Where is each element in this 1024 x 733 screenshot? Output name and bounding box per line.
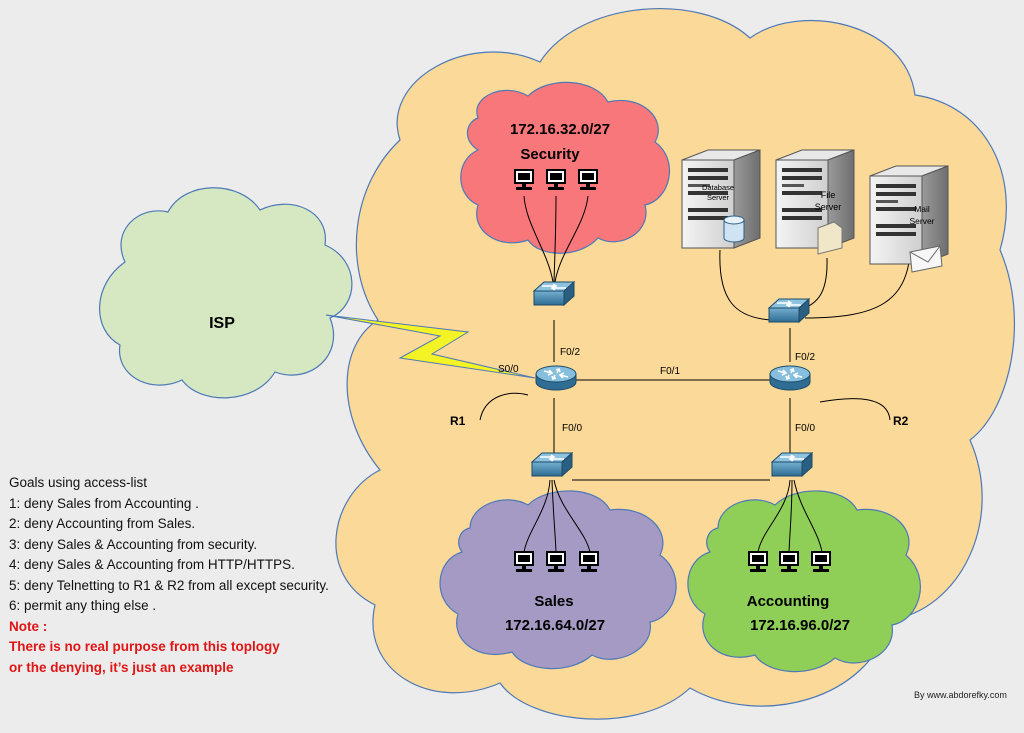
security-pcs xyxy=(514,169,598,191)
file-server[interactable]: File Server xyxy=(775,149,855,255)
accounting-switch-icon[interactable] xyxy=(771,452,813,477)
goal-item: 4: deny Sales & Accounting from HTTP/HTT… xyxy=(9,557,295,572)
database-server-label-1: Database xyxy=(702,183,734,192)
isp-label: ISP xyxy=(209,315,235,332)
r1-f02-port-label: F0/2 xyxy=(560,347,580,358)
security-switch-icon[interactable] xyxy=(533,281,575,306)
accounting-cloud xyxy=(687,490,921,673)
r1-pointer xyxy=(479,392,529,421)
security-cables xyxy=(523,195,589,283)
r2-f00-port-label: F0/0 xyxy=(795,423,815,434)
accounting-pcs xyxy=(748,551,831,573)
server-switch-icon[interactable] xyxy=(768,298,810,323)
mail-server-label-1: Mail xyxy=(914,204,930,214)
r1-router-icon[interactable] xyxy=(535,365,577,391)
goals-title: Goals using access-list xyxy=(9,475,148,490)
sales-cables xyxy=(523,479,591,553)
r2-f02-port-label: F0/2 xyxy=(795,352,815,363)
mail-server[interactable]: Mail Server xyxy=(869,165,949,273)
r2-pointer xyxy=(819,398,891,421)
security-pc-icon[interactable] xyxy=(514,169,534,191)
sales-cloud xyxy=(439,490,677,670)
goal-item: 3: deny Sales & Accounting from security… xyxy=(9,536,258,552)
security-subnet-label: 172.16.32.0/27 xyxy=(510,121,610,138)
security-name-label: Security xyxy=(520,146,580,163)
sales-name-label: Sales xyxy=(534,593,573,610)
accounting-pc-icon[interactable] xyxy=(811,551,831,573)
sales-pcs xyxy=(514,551,599,573)
r1-f00-port-label: F0/0 xyxy=(562,423,582,434)
database-server-label-2: Server xyxy=(707,193,730,202)
security-cloud xyxy=(460,81,671,254)
sales-pc-icon[interactable] xyxy=(546,551,566,573)
sales-pc-icon[interactable] xyxy=(579,551,599,573)
r1-f01-port-label: F0/1 xyxy=(660,366,680,377)
security-pc-icon[interactable] xyxy=(578,169,598,191)
sales-switch-icon[interactable] xyxy=(531,452,573,477)
note-line: There is no real purpose from this toplo… xyxy=(9,639,280,654)
mail-server-label-2: Server xyxy=(909,216,934,226)
accounting-cables xyxy=(757,479,823,553)
accounting-subnet-label: 172.16.96.0/27 xyxy=(750,617,850,634)
file-server-label-2: Server xyxy=(815,202,842,212)
r1-label: R1 xyxy=(450,414,466,428)
security-pc-icon[interactable] xyxy=(546,169,566,191)
accounting-name-label: Accounting xyxy=(747,593,830,610)
goal-item: 2: deny Accounting from Sales. xyxy=(9,516,196,531)
goal-item: 1: deny Sales from Accounting . xyxy=(9,495,199,511)
isp-cloud xyxy=(99,187,353,399)
goal-item: 5: deny Telnetting to R1 & R2 from all e… xyxy=(9,577,329,593)
accounting-pc-icon[interactable] xyxy=(779,551,799,573)
credit-text: By www.abdorefky.com xyxy=(914,690,1007,700)
serial-link-lightning xyxy=(325,314,536,379)
note-title: Note : xyxy=(9,618,48,634)
note-line: or the denying, it’s just an example xyxy=(9,659,234,675)
file-server-label-1: File xyxy=(821,190,836,200)
database-server[interactable]: Database Server xyxy=(681,149,761,249)
goals-panel: Goals using access-list 1: deny Sales fr… xyxy=(9,473,429,678)
accounting-pc-icon[interactable] xyxy=(748,551,768,573)
sales-subnet-label: 172.16.64.0/27 xyxy=(505,617,605,634)
r2-router-icon[interactable] xyxy=(769,365,811,391)
goal-item: 6: permit any thing else . xyxy=(9,598,157,613)
r1-serial-port-label: S0/0 xyxy=(498,364,519,375)
r2-label: R2 xyxy=(893,414,909,428)
sales-pc-icon[interactable] xyxy=(514,551,534,573)
